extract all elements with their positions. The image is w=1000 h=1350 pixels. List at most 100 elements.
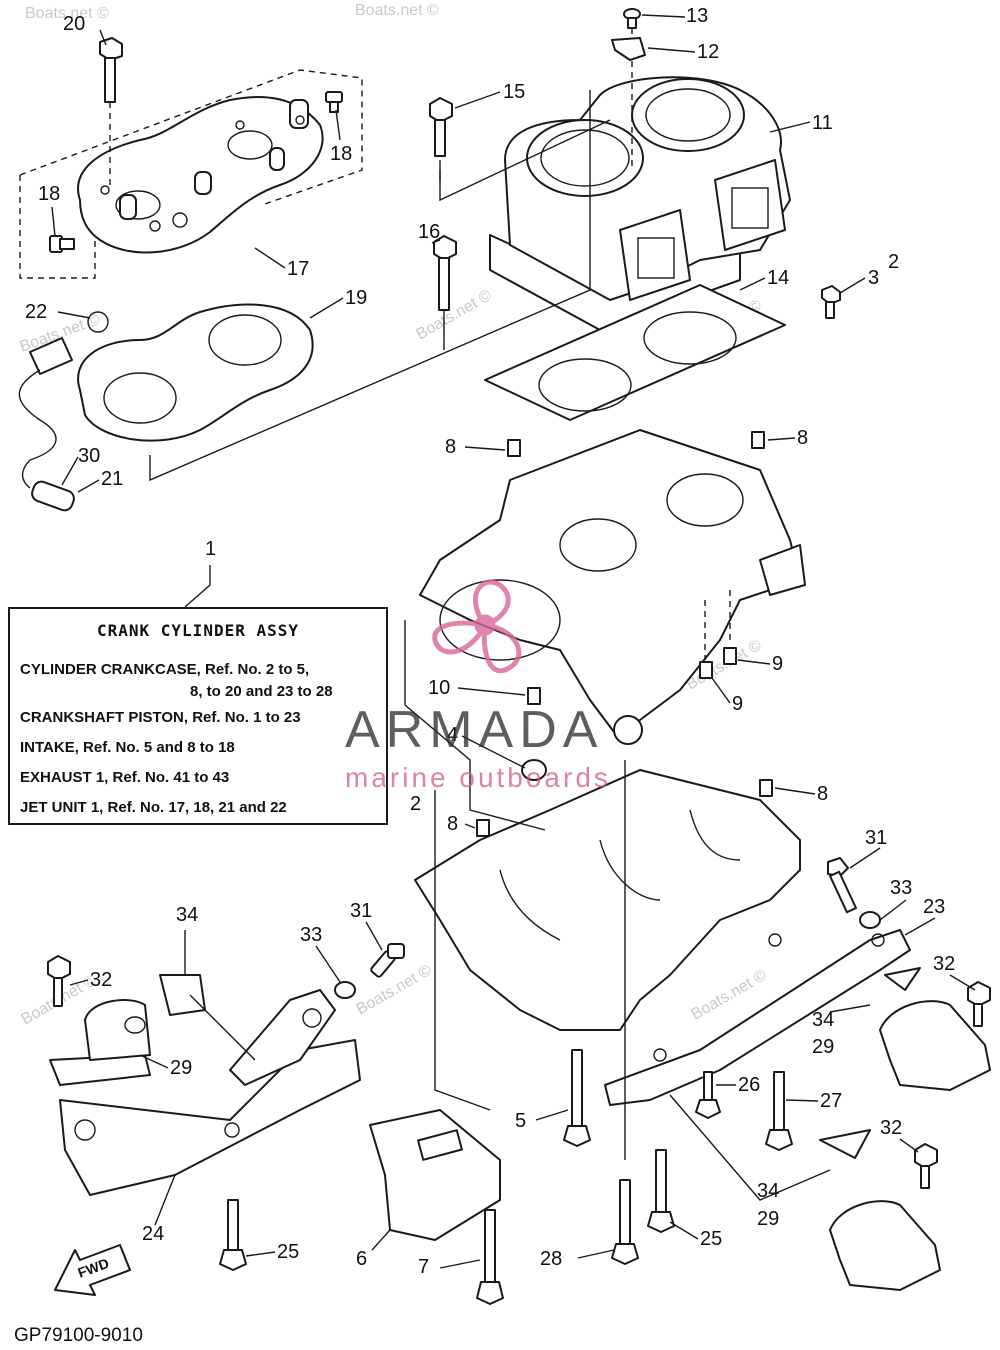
washer-33 xyxy=(859,911,881,929)
head-gasket-19 xyxy=(77,303,314,442)
callout-31: 31 xyxy=(350,900,372,922)
callout-14: 14 xyxy=(767,267,789,289)
assembly-line: JET UNIT 1, Ref. No. 17, 18, 21 and 22 xyxy=(20,799,287,816)
assembly-info-box: CRANK CYLINDER ASSY CYLINDER CRANKCASE, … xyxy=(8,607,388,825)
callout-34: 34 xyxy=(757,1180,779,1202)
callout-29: 29 xyxy=(170,1057,192,1079)
callout-2: 2 xyxy=(410,793,421,815)
callout-29: 29 xyxy=(812,1036,834,1058)
clip-34 xyxy=(819,1129,871,1159)
dowel-8 xyxy=(759,779,773,797)
bolt-16 xyxy=(433,235,457,350)
callout-34: 34 xyxy=(176,904,198,926)
callout-10: 10 xyxy=(428,677,450,699)
callout-19: 19 xyxy=(345,287,367,309)
callout-27: 27 xyxy=(820,1090,842,1112)
assembly-line: CRANKSHAFT PISTON, Ref. No. 1 to 23 xyxy=(20,709,301,726)
bolt-3 xyxy=(821,285,841,319)
callout-33: 33 xyxy=(890,877,912,899)
bolt-7 xyxy=(476,1209,504,1305)
callout-8: 8 xyxy=(447,813,458,835)
rubber-mount-29-right-bottom xyxy=(829,1200,941,1291)
callout-8: 8 xyxy=(797,427,808,449)
dowel-8 xyxy=(751,431,765,449)
callout-7: 7 xyxy=(418,1256,429,1278)
clip-34 xyxy=(159,974,206,1016)
callout-13: 13 xyxy=(686,5,708,27)
bolt-27 xyxy=(765,1071,793,1151)
bolt-31-right xyxy=(827,857,857,914)
bolt-5 xyxy=(563,1049,591,1147)
callout-11: 11 xyxy=(812,112,833,134)
callout-12: 12 xyxy=(697,41,719,63)
cylinder-head-group xyxy=(19,69,363,279)
callout-8: 8 xyxy=(817,783,828,805)
bolt-32-right xyxy=(967,981,991,1027)
callout-2: 2 xyxy=(888,251,899,273)
dowel-9 xyxy=(723,647,737,665)
callout-32: 32 xyxy=(933,953,955,975)
bolt-25 xyxy=(647,1149,675,1233)
callout-29: 29 xyxy=(757,1208,779,1230)
watermark: Boats.net © xyxy=(25,5,109,22)
callout-15: 15 xyxy=(503,81,525,103)
temp-sensor-21 xyxy=(18,311,109,512)
callout-30: 30 xyxy=(78,445,100,467)
mount-bracket-24 xyxy=(59,989,361,1196)
bolt-28 xyxy=(611,1179,639,1265)
bushing-4 xyxy=(521,759,547,781)
callout-26: 26 xyxy=(738,1074,760,1096)
assembly-line: CYLINDER CRANKCASE, Ref. No. 2 to 5, xyxy=(20,661,310,678)
callout-5: 5 xyxy=(515,1110,526,1132)
bolt-32-right-bottom xyxy=(914,1143,938,1189)
watermark: Boats.net © xyxy=(414,287,495,344)
callout-6: 6 xyxy=(356,1248,367,1270)
rubber-mount-29-left xyxy=(49,999,151,1086)
watermark: Boats.net © xyxy=(354,962,435,1019)
callout-1: 1 xyxy=(205,538,216,560)
callout-22: 22 xyxy=(25,301,47,323)
callout-9: 9 xyxy=(732,693,743,715)
callout-17: 17 xyxy=(287,258,309,280)
bracket-12 xyxy=(611,37,646,61)
screw-18-top xyxy=(325,91,343,113)
crankcase-lower xyxy=(414,769,801,1031)
assembly-line: EXHAUST 1, Ref. No. 41 to 43 xyxy=(20,769,230,786)
assembly-title: CRANK CYLINDER ASSY xyxy=(96,621,300,640)
assembly-line: 8, to 20 and 23 to 28 xyxy=(190,683,333,700)
dowel-9 xyxy=(699,661,713,679)
callout-34: 34 xyxy=(812,1009,834,1031)
callout-4: 4 xyxy=(447,724,458,746)
callout-32: 32 xyxy=(90,969,112,991)
callout-3: 3 xyxy=(868,267,879,289)
dowel-8 xyxy=(507,439,521,457)
dowel-10 xyxy=(527,687,541,705)
diagram-reference-code: GP79100-9010 xyxy=(14,1325,143,1346)
rubber-mount-29-right-top xyxy=(879,1000,991,1091)
assembly-line: INTAKE, Ref. No. 5 and 8 to 18 xyxy=(20,739,235,756)
callout-25: 25 xyxy=(277,1241,299,1263)
callout-18: 18 xyxy=(330,143,352,165)
callout-16: 16 xyxy=(418,221,440,243)
fwd-arrow: FWD xyxy=(54,1244,131,1296)
bolt-15 xyxy=(429,97,453,180)
callout-25: 25 xyxy=(700,1228,722,1250)
callout-18: 18 xyxy=(38,183,60,205)
callout-20: 20 xyxy=(63,13,85,35)
bolt-26 xyxy=(695,1071,721,1119)
callout-21: 21 xyxy=(101,468,123,490)
callout-28: 28 xyxy=(540,1248,562,1270)
bolt-31-left xyxy=(370,943,405,978)
bolt-25-left xyxy=(219,1199,247,1271)
callout-24: 24 xyxy=(142,1223,164,1245)
mount-bracket-23 xyxy=(604,929,911,1106)
clip-34 xyxy=(884,967,921,991)
washer-33 xyxy=(334,981,356,999)
callout-31: 31 xyxy=(865,827,887,849)
base-gasket-14 xyxy=(484,284,786,421)
callout-8: 8 xyxy=(445,436,456,458)
screw-18-left xyxy=(49,235,75,253)
callout-23: 23 xyxy=(923,896,945,918)
dowel-8 xyxy=(476,819,490,837)
